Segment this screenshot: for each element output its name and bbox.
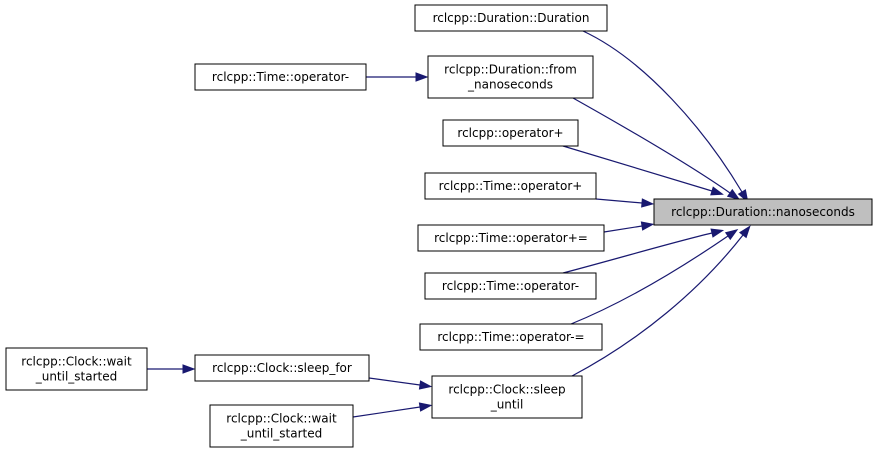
edge-dur_from-to-target — [572, 97, 741, 201]
edge-line — [562, 145, 713, 192]
edge-time_op_minus_eq-to-target — [570, 228, 739, 325]
arrow-head-icon — [418, 380, 433, 390]
edge-line — [368, 377, 421, 386]
node-label: _until_started — [240, 427, 323, 441]
node-label: rclcpp::Time::operator- — [442, 279, 579, 293]
arrow-head-icon — [182, 364, 196, 374]
node-label: rclcpp::Clock::wait — [226, 412, 337, 426]
node-time_op_plus_eq[interactable]: rclcpp::Time::operator+= — [417, 224, 605, 252]
arrow-head-icon — [640, 221, 655, 231]
node-box[interactable] — [427, 55, 594, 99]
edge-time_op_minus_a-to-dur_from — [366, 72, 429, 82]
edge-time_op_plus_eq-to-target — [603, 221, 655, 233]
node-time_op_minus_eq[interactable]: rclcpp::Time::operator-= — [419, 323, 603, 351]
edge-line — [352, 406, 421, 418]
node-box[interactable] — [417, 224, 605, 252]
arrow-head-icon — [641, 198, 655, 208]
node-time_op_minus_b[interactable]: rclcpp::Time::operator- — [424, 272, 597, 300]
node-box[interactable] — [424, 172, 597, 200]
node-label: rclcpp::Duration::from — [444, 63, 577, 77]
node-label: _nanoseconds — [467, 78, 553, 92]
node-label: rclcpp::operator+ — [457, 126, 563, 140]
edge-line — [603, 225, 643, 233]
edge-line — [570, 235, 729, 325]
node-clock_wait_b[interactable]: rclcpp::Clock::wait_until_started — [209, 404, 354, 448]
node-label: rclcpp::Time::operator+= — [434, 231, 588, 245]
edge-line — [595, 198, 643, 204]
node-label: rclcpp::Clock::wait — [21, 355, 132, 369]
arrow-head-icon — [738, 225, 751, 239]
edge-clock_wait_b-to-clock_sleep_until — [352, 402, 433, 418]
node-box[interactable] — [194, 354, 370, 382]
edge-line — [571, 234, 744, 377]
node-clock_sleep_until[interactable]: rclcpp::Clock::sleep_until — [431, 375, 583, 419]
node-box[interactable] — [414, 4, 608, 32]
node-label: _until — [490, 398, 524, 412]
edge-time_op_plus-to-target — [595, 198, 655, 208]
node-label: rclcpp::Time::operator-= — [437, 330, 584, 344]
node-box[interactable] — [209, 404, 354, 448]
arrow-head-icon — [415, 72, 429, 82]
node-box[interactable] — [653, 198, 873, 226]
node-box[interactable] — [419, 323, 603, 351]
node-op_plus[interactable]: rclcpp::operator+ — [442, 119, 579, 147]
node-clock_wait_a[interactable]: rclcpp::Clock::wait_until_started — [5, 347, 148, 391]
edge-clock_sleep_for-to-clock_sleep_until — [368, 377, 433, 390]
node-dur_from[interactable]: rclcpp::Duration::from_nanoseconds — [427, 55, 594, 99]
node-label: rclcpp::Clock::sleep_for — [212, 361, 352, 375]
edge-time_op_minus_b-to-target — [562, 228, 725, 274]
node-label: rclcpp::Time::operator- — [212, 70, 349, 84]
node-box[interactable] — [5, 347, 148, 391]
node-time_op_plus[interactable]: rclcpp::Time::operator+ — [424, 172, 597, 200]
node-clock_sleep_for[interactable]: rclcpp::Clock::sleep_for — [194, 354, 370, 382]
arrow-head-icon — [418, 402, 433, 412]
node-label: rclcpp::Time::operator+ — [439, 179, 583, 193]
arrow-head-icon — [710, 228, 725, 238]
arrow-head-icon — [724, 228, 739, 241]
edge-line — [582, 30, 743, 193]
node-time_op_minus_a[interactable]: rclcpp::Time::operator- — [194, 63, 367, 91]
node-dur_ctor[interactable]: rclcpp::Duration::Duration — [414, 4, 608, 32]
node-label: _until_started — [35, 370, 118, 384]
node-label: rclcpp::Duration::Duration — [433, 11, 590, 25]
node-box[interactable] — [431, 375, 583, 419]
edge-clock_wait_a-to-clock_sleep_for — [147, 364, 196, 374]
arrow-head-icon — [710, 186, 724, 196]
edge-clock_sleep_until-to-target — [571, 225, 751, 377]
arrow-head-icon — [726, 188, 741, 201]
node-target[interactable]: rclcpp::Duration::nanoseconds — [653, 198, 873, 226]
edge-line — [562, 232, 713, 274]
edges-layer — [147, 30, 751, 418]
nodes-layer: rclcpp::Duration::nanoseconds rclcpp::Dur… — [5, 4, 873, 448]
edge-line — [572, 97, 731, 194]
edge-op_plus-to-target — [562, 145, 724, 196]
node-label: rclcpp::Clock::sleep — [448, 383, 565, 397]
node-box[interactable] — [442, 119, 579, 147]
node-label: rclcpp::Duration::nanoseconds — [671, 205, 855, 219]
node-box[interactable] — [194, 63, 367, 91]
edge-dur_ctor-to-target — [582, 30, 749, 203]
node-box[interactable] — [424, 272, 597, 300]
